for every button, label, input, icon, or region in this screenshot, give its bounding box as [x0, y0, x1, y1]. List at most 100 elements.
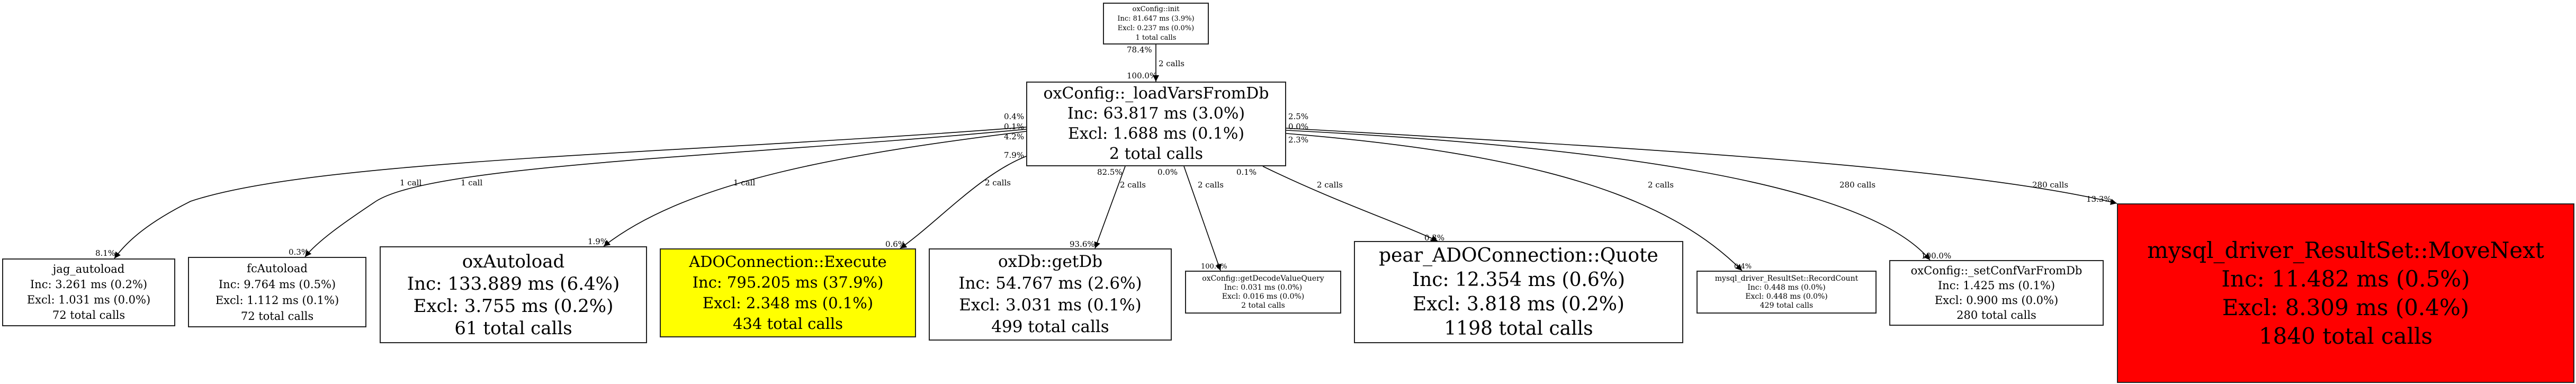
edge-from-pct: 2.3%	[1288, 135, 1309, 145]
node-oxdb-getdb[interactable]: oxDb::getDb Inc: 54.767 ms (2.6%) Excl: …	[929, 248, 1172, 341]
edge-calls-label: 2 calls	[1198, 180, 1224, 190]
edge-load-to-fc	[304, 129, 1027, 257]
node-inclusive-time: Inc: 133.889 ms (6.4%)	[407, 273, 620, 294]
edge-calls-label: 2 calls	[1648, 180, 1674, 190]
edge-to-pct: 0.6%	[885, 239, 906, 249]
node-name: fcAutoload	[247, 262, 308, 275]
node-total-calls: 429 total calls	[1760, 301, 1814, 310]
edge-calls-label: 2 calls	[1317, 180, 1343, 190]
node-total-calls: 72 total calls	[52, 309, 125, 322]
node-total-calls: 1 total calls	[1135, 33, 1177, 42]
edge-from-pct: 7.9%	[1004, 150, 1025, 160]
node-name: oxAutoload	[462, 251, 565, 272]
edge-calls-label: 2 calls	[985, 178, 1011, 187]
node-resultset-recordcount[interactable]: mysql_driver_ResultSet::RecordCount Inc:…	[1697, 271, 1877, 314]
node-get-decode-value-query[interactable]: oxConfig::getDecodeValueQuery Inc: 0.031…	[1185, 271, 1341, 314]
node-exclusive-time: Excl: 8.309 ms (0.4%)	[2222, 294, 2470, 320]
edge-to-pct: 0.3%	[289, 247, 309, 257]
node-name: jag_autoload	[52, 263, 125, 275]
edge-to-pct: 13.3%	[2086, 194, 2112, 204]
node-oxconfig-init[interactable]: oxConfig::init Inc: 81.647 ms (3.9%) Exc…	[1103, 3, 1209, 44]
node-name: ADOConnection::Execute	[689, 253, 887, 271]
node-inclusive-time: Inc: 795.205 ms (37.9%)	[692, 273, 884, 291]
edge-load-to-jag	[114, 127, 1027, 259]
node-total-calls: 280 total calls	[1956, 309, 2036, 322]
edge-calls-label: 1 call	[733, 178, 756, 187]
edge-to-pct: 93.6%	[1070, 239, 1095, 249]
node-inclusive-time: Inc: 81.647 ms (3.9%)	[1117, 14, 1195, 23]
node-inclusive-time: Inc: 12.354 ms (0.6%)	[1412, 269, 1626, 291]
edge-from-pct: 82.5%	[1097, 167, 1123, 177]
edge-to-pct: 0.3%	[1424, 233, 1445, 243]
node-exclusive-time: Excl: 3.755 ms (0.2%)	[413, 295, 614, 317]
edge-calls-label: 280 calls	[1839, 180, 1876, 190]
node-inclusive-time: Inc: 0.448 ms (0.0%)	[1747, 283, 1826, 292]
edge-to-pct: 1.9%	[588, 237, 608, 246]
edge-calls-label: 1 call	[461, 178, 483, 187]
node-exclusive-time: Excl: 0.448 ms (0.0%)	[1745, 292, 1828, 301]
edge-to-pct: 8.1%	[95, 248, 116, 258]
edge-calls-label: 2 calls	[1159, 59, 1184, 68]
node-adoconnection-execute[interactable]: ADOConnection::Execute Inc: 795.205 ms (…	[660, 248, 916, 337]
node-jag-autoload[interactable]: jag_autoload Inc: 3.261 ms (0.2%) Excl: …	[2, 258, 175, 326]
node-name: oxConfig::getDecodeValueQuery	[1202, 274, 1324, 283]
edge-from-pct: 0.4%	[1004, 112, 1025, 121]
edge-to-pct: 100.0%	[1127, 71, 1157, 81]
node-inclusive-time: Inc: 1.425 ms (0.1%)	[1937, 279, 2056, 292]
node-inclusive-time: Inc: 11.482 ms (0.5%)	[2221, 265, 2470, 292]
node-name: pear_ADOConnection::Quote	[1379, 244, 1658, 266]
node-inclusive-time: Inc: 9.764 ms (0.5%)	[218, 278, 336, 291]
node-total-calls: 1840 total calls	[2258, 323, 2433, 349]
node-total-calls: 2 total calls	[1241, 301, 1285, 310]
node-pear-adoconnection-quote[interactable]: pear_ADOConnection::Quote Inc: 12.354 ms…	[1354, 241, 1683, 343]
edge-from-pct: 0.0%	[1157, 167, 1178, 177]
edge-load-to-oxautoload	[603, 131, 1027, 247]
node-inclusive-time: Inc: 63.817 ms (3.0%)	[1067, 104, 1245, 123]
node-inclusive-time: Inc: 3.261 ms (0.2%)	[30, 278, 148, 291]
node-inclusive-time: Inc: 0.031 ms (0.0%)	[1224, 283, 1303, 292]
edge-load-to-reccount	[1286, 133, 1743, 271]
node-exclusive-time: Excl: 3.031 ms (0.1%)	[959, 296, 1142, 315]
edge-load-to-movenext	[1286, 128, 2117, 205]
edge-load-to-getdb	[1094, 166, 1126, 249]
node-exclusive-time: Excl: 0.237 ms (0.0%)	[1117, 24, 1195, 32]
edge-to-pct: 100.0%	[1201, 263, 1227, 271]
edge-calls-label: 1 call	[400, 178, 422, 187]
edge-to-pct: 0.4%	[1734, 263, 1752, 271]
node-exclusive-time: Excl: 1.112 ms (0.1%)	[215, 293, 339, 307]
edge-to-pct: 100.0%	[1921, 251, 1952, 261]
edge-from-pct: 0.0%	[1288, 122, 1309, 131]
edge-from-pct: 2.5%	[1288, 112, 1309, 121]
node-exclusive-time: Excl: 2.348 ms (0.1%)	[702, 294, 874, 312]
node-set-conf-var-from-db[interactable]: oxConfig::_setConfVarFromDb Inc: 1.425 m…	[1889, 260, 2104, 326]
node-exclusive-time: Excl: 1.688 ms (0.1%)	[1067, 124, 1245, 143]
node-exclusive-time: Excl: 0.016 ms (0.0%)	[1222, 292, 1305, 301]
node-name: oxConfig::_setConfVarFromDb	[1910, 264, 2083, 277]
node-load-vars-from-db[interactable]: oxConfig::_loadVarsFromDb Inc: 63.817 ms…	[1026, 82, 1286, 166]
node-name: mysql_driver_ResultSet::RecordCount	[1715, 274, 1859, 283]
edge-from-pct: 0.1%	[1004, 122, 1025, 131]
node-total-calls: 434 total calls	[732, 315, 843, 333]
edge-load-to-ado	[900, 156, 1027, 249]
node-ox-autoload[interactable]: oxAutoload Inc: 133.889 ms (6.4%) Excl: …	[380, 246, 647, 343]
edge-load-to-setconf	[1286, 130, 1931, 261]
node-name: mysql_driver_ResultSet::MoveNext	[2147, 237, 2544, 263]
node-exclusive-time: Excl: 0.900 ms (0.0%)	[1934, 294, 2059, 307]
edge-from-pct: 78.4%	[1127, 45, 1152, 55]
node-resultset-movenext[interactable]: mysql_driver_ResultSet::MoveNext Inc: 11…	[2117, 203, 2574, 383]
node-fc-autoload[interactable]: fcAutoload Inc: 9.764 ms (0.5%) Excl: 1.…	[188, 257, 366, 327]
node-total-calls: 61 total calls	[454, 317, 572, 339]
node-exclusive-time: Excl: 3.818 ms (0.2%)	[1413, 293, 1624, 315]
edge-calls-label: 2 calls	[1120, 180, 1146, 190]
edge-load-to-pear	[1262, 166, 1438, 242]
edge-from-pct: 4.2%	[1004, 132, 1025, 141]
node-total-calls: 72 total calls	[240, 309, 314, 323]
node-name: oxConfig::_loadVarsFromDb	[1043, 84, 1269, 103]
node-inclusive-time: Inc: 54.767 ms (2.6%)	[958, 274, 1142, 293]
node-name: oxDb::getDb	[998, 252, 1103, 271]
node-total-calls: 2 total calls	[1109, 145, 1204, 163]
node-total-calls: 1198 total calls	[1444, 317, 1593, 340]
node-exclusive-time: Excl: 1.031 ms (0.0%)	[26, 293, 151, 306]
edge-from-pct: 0.1%	[1236, 167, 1257, 177]
